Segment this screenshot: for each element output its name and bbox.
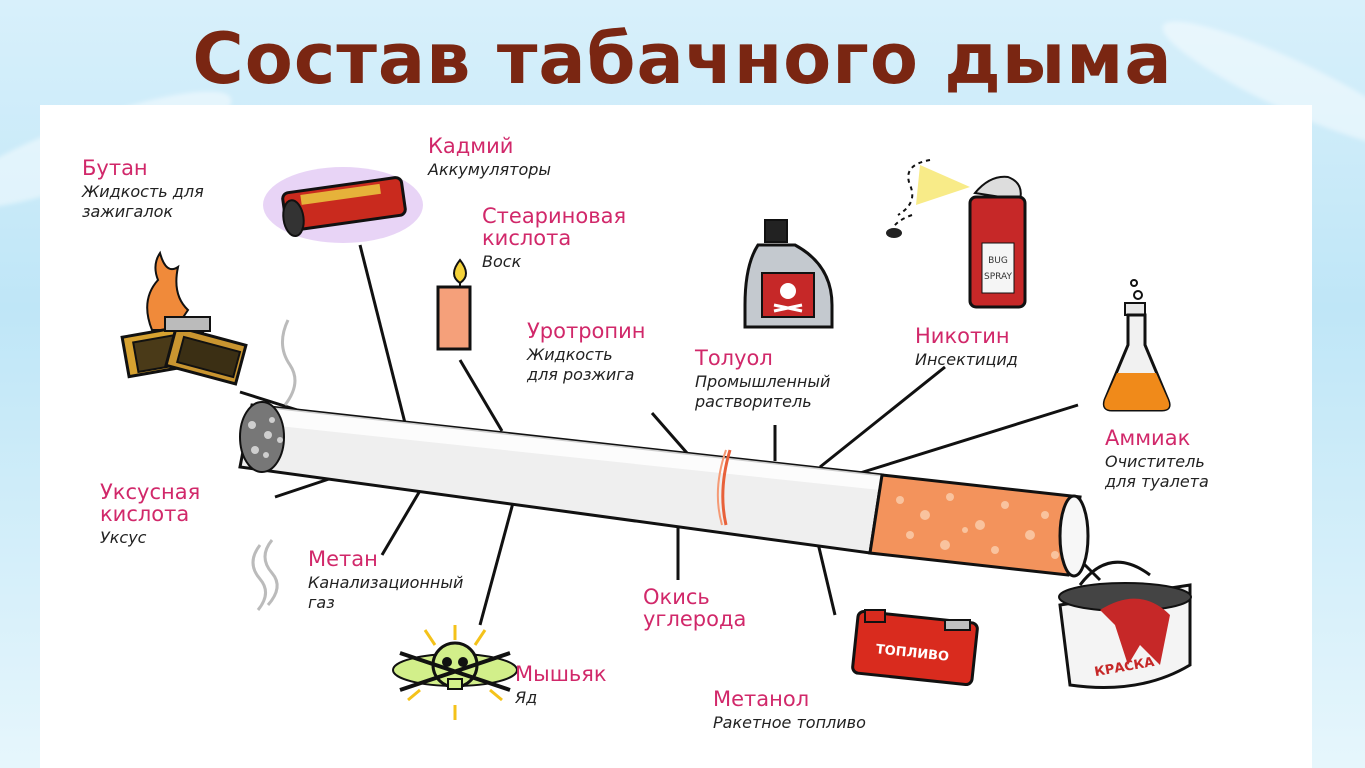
label-desc: Ракетное топливо	[713, 713, 866, 733]
smoke-icon	[251, 319, 297, 611]
label-name: Уротропин	[527, 319, 646, 343]
label-desc: Аккумуляторы	[428, 160, 552, 180]
lighter-icon	[120, 250, 248, 386]
label-desc: для туалета	[1105, 472, 1209, 492]
spray-can-text-2: SPRAY	[984, 272, 1012, 282]
poison-bottle-icon	[743, 219, 834, 329]
label-desc: Яд	[515, 688, 538, 708]
label-name: кислота	[482, 226, 572, 251]
connector-nikotin	[819, 365, 946, 469]
label-desc: растворитель	[695, 392, 812, 412]
label-desc: Уксус	[100, 528, 147, 548]
label-metanol: Метанол Ракетное топливо	[713, 688, 866, 733]
battery-icon	[263, 167, 423, 243]
diagram-artwork: BUG SPRAY КРАСКА	[120, 159, 1192, 720]
label-name: кислота	[100, 502, 190, 527]
label-name: Уксусная	[100, 480, 201, 504]
label-name: Метанол	[713, 687, 810, 711]
cigarette-icon	[238, 401, 1090, 578]
label-name: Кадмий	[428, 134, 514, 158]
label-stearin: Стеариновая кислота Воск	[482, 205, 626, 272]
skull-crossbones-icon	[392, 625, 518, 720]
label-metan: Метан Канализационный газ	[308, 548, 463, 613]
label-urotropin: Уротропин Жидкость для розжига	[527, 320, 646, 385]
label-name: Стеариновая	[482, 204, 627, 228]
paint-can-icon: КРАСКА	[1058, 560, 1192, 689]
connector-ammiak	[859, 403, 1079, 475]
label-desc: газ	[308, 593, 335, 613]
label-desc: Инсектицид	[915, 350, 1018, 370]
label-desc: Канализационный	[308, 573, 464, 593]
connector-kadmiy	[358, 244, 407, 424]
bug-spray-icon: BUG SPRAY	[886, 159, 1027, 309]
page-title: Состав табачного дыма	[192, 18, 1173, 100]
label-butan: Бутан Жидкость для зажигалок	[82, 157, 204, 222]
label-okis: Окись углерода	[643, 586, 746, 630]
candle-icon	[436, 258, 472, 351]
label-name: Аммиак	[1105, 426, 1191, 450]
label-name: Никотин	[915, 324, 1010, 348]
label-name: Метан	[308, 547, 378, 571]
label-uksus: Уксусная кислота Уксус	[100, 481, 200, 548]
label-desc: Промышленный	[695, 372, 831, 392]
connector-stearin	[458, 359, 504, 432]
label-ammiak: Аммиак Очиститель для туалета	[1105, 427, 1209, 492]
fuel-can-icon: ТОПЛИВО	[851, 609, 979, 687]
label-kadmiy: Кадмий Аккумуляторы	[428, 135, 551, 180]
label-name: Бутан	[82, 156, 148, 180]
label-name: Толуол	[695, 346, 773, 370]
label-desc: Воск	[482, 252, 522, 272]
label-myshyak: Мышьяк Яд	[515, 663, 607, 708]
spray-can-text-1: BUG	[988, 256, 1008, 266]
label-desc: Жидкость	[527, 345, 613, 365]
label-desc: зажигалок	[82, 202, 174, 222]
label-name: углерода	[643, 607, 747, 632]
label-desc: Жидкость для	[82, 182, 204, 202]
label-name: Мышьяк	[515, 662, 607, 686]
label-name: Окись	[643, 585, 710, 609]
diagram-panel: BUG SPRAY КРАСКА	[40, 105, 1312, 768]
label-nikotin: Никотин Инсектицид	[915, 325, 1018, 370]
label-desc: для розжига	[527, 365, 635, 385]
label-toluol: Толуол Промышленный растворитель	[695, 347, 830, 412]
label-desc: Очиститель	[1105, 452, 1205, 472]
flask-icon	[1102, 279, 1171, 412]
